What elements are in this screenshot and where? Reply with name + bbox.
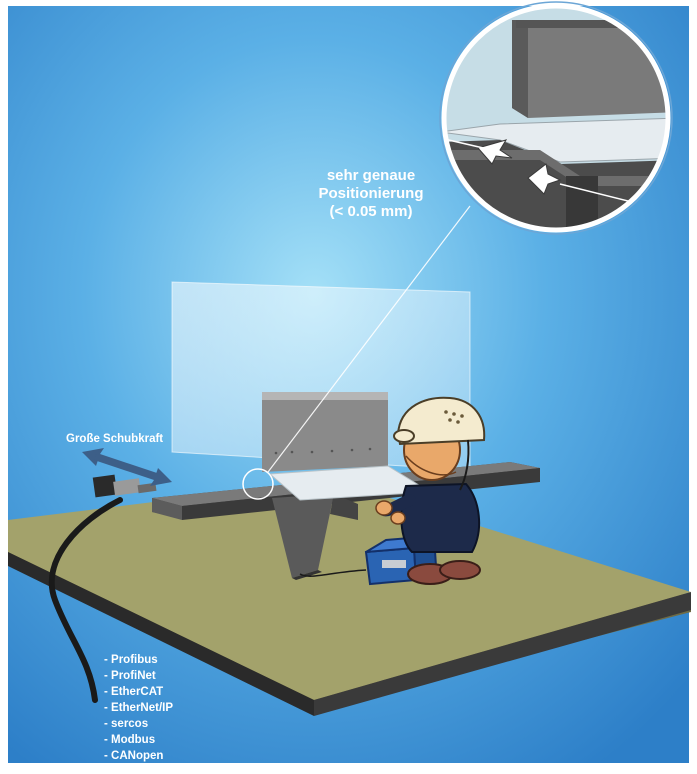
protocol-item: - EtherNet/IP — [104, 702, 173, 714]
callout-line-2: Positionierung — [319, 185, 424, 202]
callout-line-1: sehr genaue — [327, 167, 415, 184]
protocol-item: - CANopen — [104, 750, 163, 762]
protocol-item: - Modbus — [104, 734, 155, 746]
protocol-item: - ProfiNet — [104, 670, 156, 682]
precision-callout-text: sehr genaue Positionierung (< 0.05 mm) — [319, 167, 424, 220]
stop-plate — [262, 392, 388, 472]
protocol-item: - Profibus — [104, 654, 158, 666]
callout-line-3: (< 0.05 mm) — [330, 203, 413, 220]
force-label: Große Schubkraft — [66, 433, 163, 445]
protocol-item: - EtherCAT — [104, 686, 163, 698]
protocol-item: - sercos — [104, 718, 148, 730]
